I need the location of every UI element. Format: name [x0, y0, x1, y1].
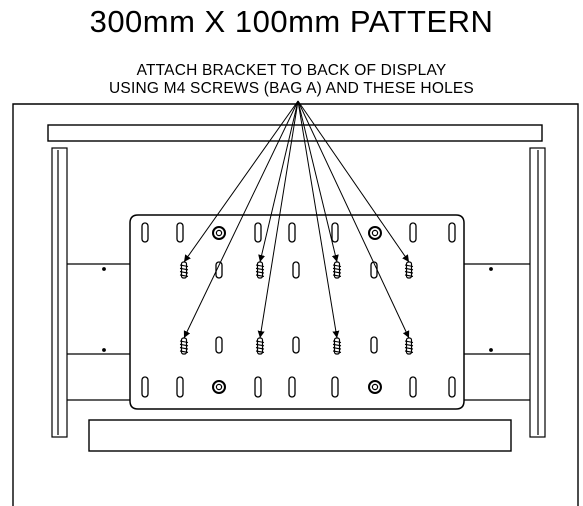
arrow-icon	[297, 100, 340, 339]
slot	[448, 376, 456, 398]
slot	[141, 376, 149, 398]
mount-hole	[368, 226, 382, 240]
slot	[288, 376, 296, 398]
mount-hole	[212, 226, 226, 240]
mount-hole	[368, 380, 382, 394]
leader-arrows	[183, 100, 410, 339]
arrow-icon	[297, 100, 339, 263]
slot	[409, 376, 417, 398]
bracket-plate	[129, 214, 465, 410]
slot	[331, 222, 339, 243]
slot	[215, 261, 223, 279]
slot	[176, 222, 184, 243]
arrow-icon	[183, 100, 299, 339]
slot	[141, 222, 149, 243]
arrow-icon	[258, 100, 299, 263]
slot	[292, 261, 300, 279]
arrow-icon	[297, 100, 410, 339]
slot	[215, 336, 223, 354]
slot	[409, 222, 417, 243]
diagram-title: 300mm X 100mm PATTERN	[89, 4, 494, 39]
mount-hole	[212, 380, 226, 394]
right-side-panel	[462, 147, 546, 438]
slot	[292, 336, 300, 354]
screw-icon	[255, 337, 265, 355]
slot	[288, 222, 296, 243]
slot	[370, 336, 378, 354]
slot	[448, 222, 456, 243]
instruction-line-1: ATTACH BRACKET TO BACK OF DISPLAY	[136, 62, 447, 79]
slot	[254, 376, 262, 398]
left-side-panel	[51, 147, 132, 438]
instruction-line-2: USING M4 SCREWS (BAG A) AND THESE HOLES	[109, 80, 474, 97]
arrow-icon	[183, 100, 299, 263]
slot	[254, 222, 262, 243]
slot	[331, 376, 339, 398]
slot	[176, 376, 184, 398]
screw-icon	[179, 261, 189, 279]
arrow-icon	[297, 100, 410, 263]
top-bar	[47, 124, 543, 142]
arrow-icon	[257, 100, 299, 339]
bottom-bar	[88, 419, 512, 452]
bracket-slots	[141, 222, 456, 398]
